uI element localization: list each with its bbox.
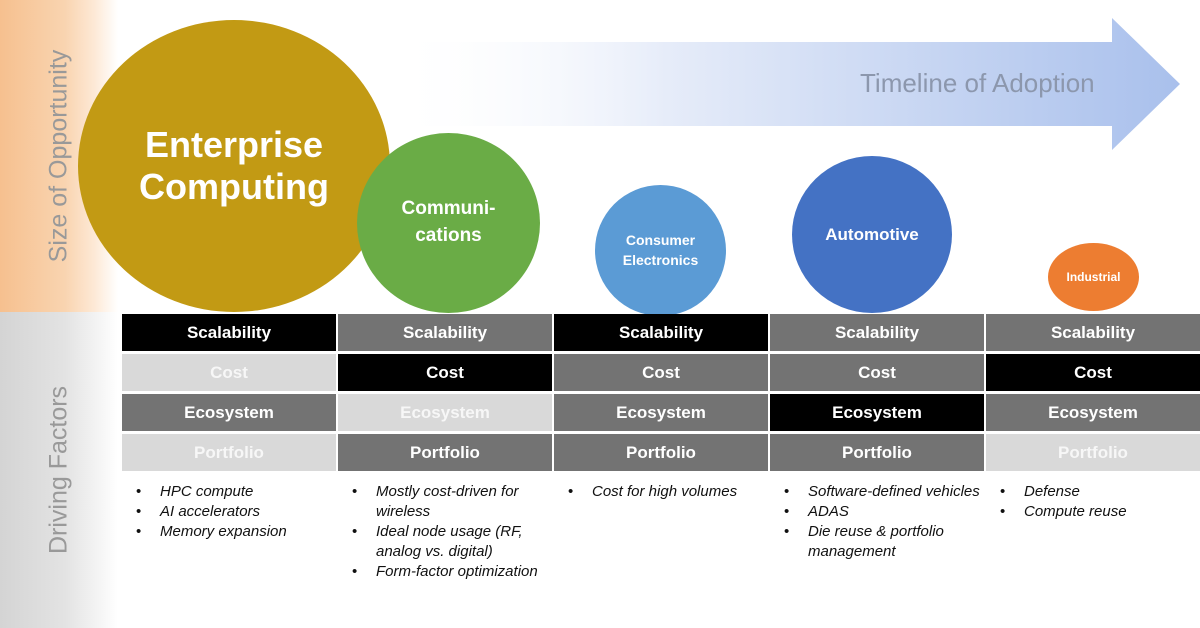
bullet-list: Cost for high volumes	[554, 482, 768, 502]
factor-portfolio: Portfolio	[122, 434, 336, 471]
factor-cost: Cost	[770, 354, 984, 391]
factor-cost: Cost	[986, 354, 1200, 391]
list-item: Software-defined vehicles	[784, 482, 984, 502]
factor-scalability: Scalability	[554, 314, 768, 351]
bullet-list: Software-defined vehicles ADAS Die reuse…	[770, 482, 984, 562]
column-enterprise: Scalability Cost Ecosystem Portfolio HPC…	[122, 314, 336, 582]
factor-portfolio: Portfolio	[986, 434, 1200, 471]
bullet-list: HPC compute AI accelerators Memory expan…	[122, 482, 336, 542]
factor-ecosystem: Ecosystem	[986, 394, 1200, 431]
list-item: HPC compute	[136, 482, 336, 502]
timeline-of-adoption-label: Timeline of Adoption	[860, 68, 1095, 98]
list-item: ADAS	[784, 502, 984, 522]
list-item: Die reuse & portfolio management	[784, 522, 984, 562]
factor-scalability: Scalability	[338, 314, 552, 351]
factor-cost: Cost	[338, 354, 552, 391]
factor-cost: Cost	[554, 354, 768, 391]
factor-portfolio: Portfolio	[770, 434, 984, 471]
driving-factors-grid: Scalability Cost Ecosystem Portfolio HPC…	[122, 314, 1200, 582]
circle-industrial: Industrial	[1048, 243, 1139, 311]
column-automotive: Scalability Cost Ecosystem Portfolio Sof…	[770, 314, 984, 582]
list-item: AI accelerators	[136, 502, 336, 522]
circle-communications: Communi- cations	[357, 133, 540, 313]
list-item: Cost for high volumes	[568, 482, 768, 502]
factor-scalability: Scalability	[770, 314, 984, 351]
circle-automotive: Automotive	[792, 156, 952, 313]
factor-ecosystem: Ecosystem	[338, 394, 552, 431]
list-item: Mostly cost-driven for wireless	[352, 482, 552, 522]
column-industrial: Scalability Cost Ecosystem Portfolio Def…	[986, 314, 1200, 582]
timeline-arrow-icon	[390, 18, 1180, 150]
list-item: Compute reuse	[1000, 502, 1200, 522]
timeline-arrow: Timeline of Adoption	[390, 18, 1180, 150]
factor-portfolio: Portfolio	[554, 434, 768, 471]
factor-cost: Cost	[122, 354, 336, 391]
driving-factors-band: Driving Factors	[0, 312, 118, 628]
list-item: Memory expansion	[136, 522, 336, 542]
factor-ecosystem: Ecosystem	[770, 394, 984, 431]
factor-scalability: Scalability	[122, 314, 336, 351]
column-consumer-electronics: Scalability Cost Ecosystem Portfolio Cos…	[554, 314, 768, 582]
driving-factors-label: Driving Factors	[44, 385, 73, 555]
factor-ecosystem: Ecosystem	[122, 394, 336, 431]
bullet-list: Mostly cost-driven for wireless Ideal no…	[338, 482, 552, 582]
factor-scalability: Scalability	[986, 314, 1200, 351]
factor-ecosystem: Ecosystem	[554, 394, 768, 431]
list-item: Defense	[1000, 482, 1200, 502]
list-item: Form-factor optimization	[352, 562, 552, 582]
circle-enterprise-computing: Enterprise Computing	[78, 20, 390, 312]
circle-consumer-electronics: Consumer Electronics	[595, 185, 726, 316]
bullet-list: Defense Compute reuse	[986, 482, 1200, 522]
factor-portfolio: Portfolio	[338, 434, 552, 471]
size-of-opportunity-label: Size of Opportunity	[44, 49, 73, 263]
column-communications: Scalability Cost Ecosystem Portfolio Mos…	[338, 314, 552, 582]
list-item: Ideal node usage (RF, analog vs. digital…	[352, 522, 552, 562]
